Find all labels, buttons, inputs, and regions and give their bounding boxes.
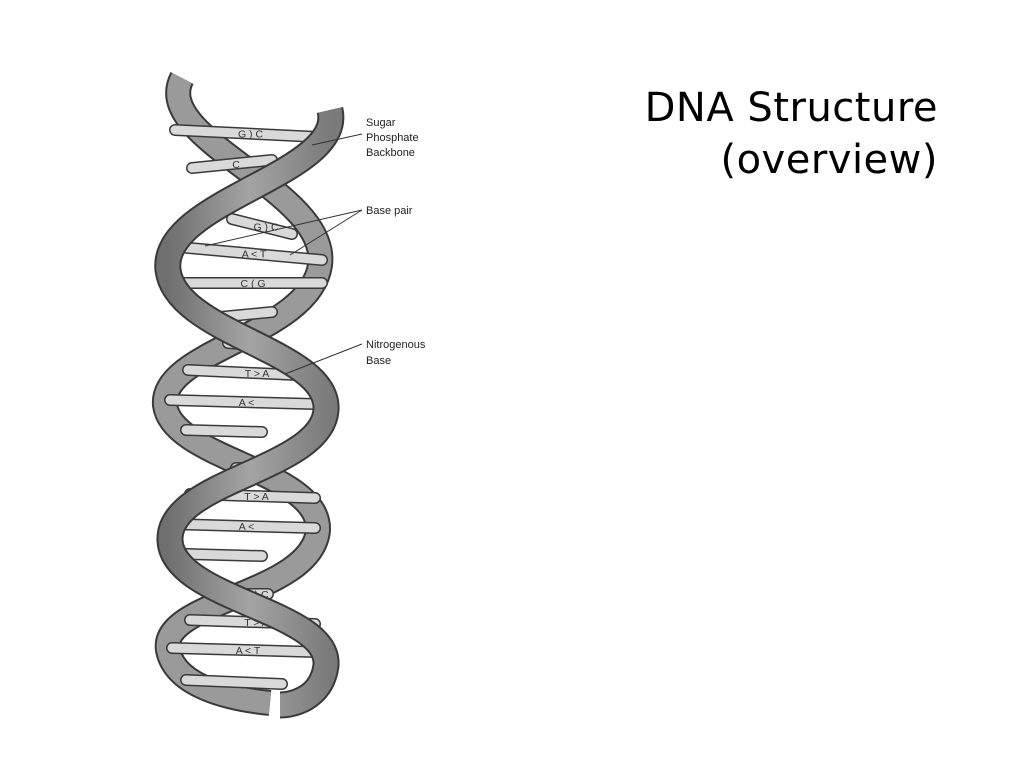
base-pair-rung: A <	[164, 394, 321, 410]
label-base-pair: Base pair	[366, 205, 413, 217]
callout-labels: Sugar Phosphate Backbone Base pair Nitro…	[366, 117, 426, 367]
backbone-leader	[311, 133, 363, 146]
base-pair-rung: A < T	[166, 642, 322, 658]
base-pair-rung: A <	[164, 518, 321, 534]
base-pair-rung	[180, 548, 268, 562]
base-pair-rung: A < T	[172, 241, 328, 266]
label-base: Base	[366, 355, 391, 367]
label-phosphate: Phosphate	[366, 132, 419, 144]
base-pair-label: A <	[239, 521, 254, 533]
base-pair-rung: G ) C	[226, 213, 298, 240]
base-pair-rung	[180, 674, 288, 690]
slide-title: DNA Structure (overview)	[645, 82, 938, 186]
base-pair-leader-2	[289, 209, 363, 256]
base-pair-label: A < T	[242, 249, 267, 261]
label-nitrogenous: Nitrogenous	[366, 339, 426, 351]
base-pair-leader-1	[204, 209, 363, 247]
label-backbone: Backbone	[366, 147, 415, 159]
front-strand	[154, 107, 345, 719]
base-pair-label: A <	[239, 397, 254, 409]
base-pair-label: A < T	[236, 645, 261, 657]
base-pair-label: T > A	[244, 491, 269, 503]
callout-lines	[204, 133, 363, 375]
title-line-1: DNA Structure	[644, 85, 938, 131]
base-pair-rung: C ( G	[170, 277, 328, 290]
base-pair-label: C ( G	[240, 278, 265, 290]
base-pair-label: C	[232, 159, 240, 171]
base-pair-label: T > A	[245, 368, 270, 380]
base-pair-rung: C	[186, 154, 278, 174]
base-pair-label: G ) C	[238, 129, 263, 141]
title-line-2: (overview)	[720, 137, 938, 183]
base-pair-rung	[180, 424, 268, 438]
base-pair-rung: G ) C	[169, 124, 324, 143]
nitrogenous-leader	[284, 343, 363, 375]
label-sugar: Sugar	[366, 117, 396, 129]
